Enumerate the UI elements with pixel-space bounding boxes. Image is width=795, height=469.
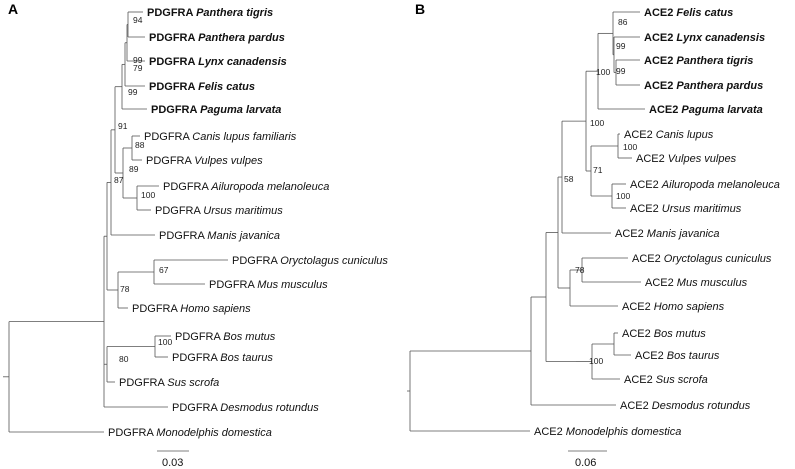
- panel-b-taxon-label: ACE2 Sus scrofa: [624, 374, 708, 386]
- panel-a-support-value: 87: [114, 175, 124, 185]
- panel-b-taxon-label: ACE2 Felis catus: [644, 7, 733, 19]
- panel-b-taxon-label: ACE2 Bos mutus: [622, 328, 706, 340]
- panel-a-taxon-label: PDGFRA Lynx canadensis: [149, 56, 287, 68]
- panel-b-support-value: 99: [616, 66, 626, 76]
- panel-b-scale-label: 0.06: [575, 457, 596, 469]
- panel-a-support-value: 99: [133, 55, 143, 65]
- panel-b-taxon-label: ACE2 Ailuropoda melanoleuca: [630, 179, 780, 191]
- panel-a-taxon-label: PDGFRA Ursus maritimus: [155, 205, 283, 217]
- panel-a-taxon-label: PDGFRA Monodelphis domestica: [108, 427, 272, 439]
- panel-b-support-value: 100: [616, 191, 630, 201]
- panel-b-support-value: 100: [596, 67, 610, 77]
- panel-a-taxon-label: PDGFRA Panthera pardus: [149, 32, 285, 44]
- panel-a-taxon-label: PDGFRA Sus scrofa: [119, 377, 219, 389]
- panel-b-taxon-label: ACE2 Panthera pardus: [644, 80, 763, 92]
- panel-b-taxon-label: ACE2 Paguma larvata: [649, 104, 763, 116]
- panel-a-support-value: 80: [119, 354, 129, 364]
- panel-a-taxon-label: PDGFRA Paguma larvata: [151, 104, 281, 116]
- panel-b-support-value: 58: [564, 174, 574, 184]
- panel-b-support-value: 99: [616, 41, 626, 51]
- panel-a-taxon-label: PDGFRA Mus musculus: [209, 279, 328, 291]
- panel-a-taxon-label: PDGFRA Vulpes vulpes: [146, 155, 263, 167]
- panel-a-taxon-label: PDGFRA Panthera tigris: [147, 7, 273, 19]
- panel-a-support-value: 100: [158, 337, 172, 347]
- panel-b-support-value: 100: [623, 142, 637, 152]
- panel-b-support-value: 86: [618, 17, 628, 27]
- panel-a-taxon-label: PDGFRA Manis javanica: [159, 230, 280, 242]
- panel-b-support-value: 100: [589, 356, 603, 366]
- panel-a-support-value: 79: [133, 63, 143, 73]
- panel-b-taxon-label: ACE2 Manis javanica: [615, 228, 720, 240]
- panel-a-taxon-label: PDGFRA Felis catus: [149, 81, 255, 93]
- panel-a-support-value: 89: [129, 164, 139, 174]
- panel-a-support-value: 99: [128, 87, 138, 97]
- panel-a-taxon-label: PDGFRA Desmodus rotundus: [172, 402, 319, 414]
- panel-a-scale-label: 0.03: [162, 457, 183, 469]
- panel-a-taxon-label: PDGFRA Ailuropoda melanoleuca: [163, 181, 329, 193]
- panel-b-letter: B: [415, 1, 425, 17]
- panel-b-taxon-label: ACE2 Desmodus rotundus: [620, 400, 751, 412]
- panel-b-support-value: 78: [575, 265, 585, 275]
- panel-b-taxon-label: ACE2 Monodelphis domestica: [534, 426, 681, 438]
- panel-a-support-value: 94: [133, 15, 143, 25]
- panel-b-taxon-label: ACE2 Panthera tigris: [644, 55, 753, 67]
- panel-a-support-value: 88: [135, 140, 145, 150]
- panel-a-taxon-label: PDGFRA Bos taurus: [172, 352, 273, 364]
- panel-a-support-value: 67: [159, 265, 169, 275]
- panel-a-support-value: 78: [120, 284, 130, 294]
- panel-a-taxon-label: PDGFRA Bos mutus: [175, 331, 276, 343]
- panel-b-taxon-label: ACE2 Ursus maritimus: [630, 203, 742, 215]
- panel-b-taxon-label: ACE2 Canis lupus: [624, 129, 714, 141]
- panel-a-taxon-label: PDGFRA Canis lupus familiaris: [144, 131, 297, 143]
- panel-a-support-value: 100: [141, 190, 155, 200]
- panel-b-support-value: 71: [593, 165, 603, 175]
- panel-b-taxon-label: ACE2 Oryctolagus cuniculus: [632, 253, 772, 265]
- panel-b-taxon-label: ACE2 Homo sapiens: [622, 301, 725, 313]
- panel-b-taxon-label: ACE2 Mus musculus: [645, 277, 748, 289]
- panel-b-support-value: 100: [590, 118, 604, 128]
- panel-b-taxon-label: ACE2 Bos taurus: [635, 350, 720, 362]
- panel-b-taxon-label: ACE2 Lynx canadensis: [644, 32, 765, 44]
- panel-b-taxon-label: ACE2 Vulpes vulpes: [636, 153, 737, 165]
- panel-a-taxon-label: PDGFRA Homo sapiens: [132, 303, 251, 315]
- panel-a-support-value: 91: [118, 121, 128, 131]
- panel-a-taxon-label: PDGFRA Oryctolagus cuniculus: [232, 255, 388, 267]
- panel-a-letter: A: [8, 1, 18, 17]
